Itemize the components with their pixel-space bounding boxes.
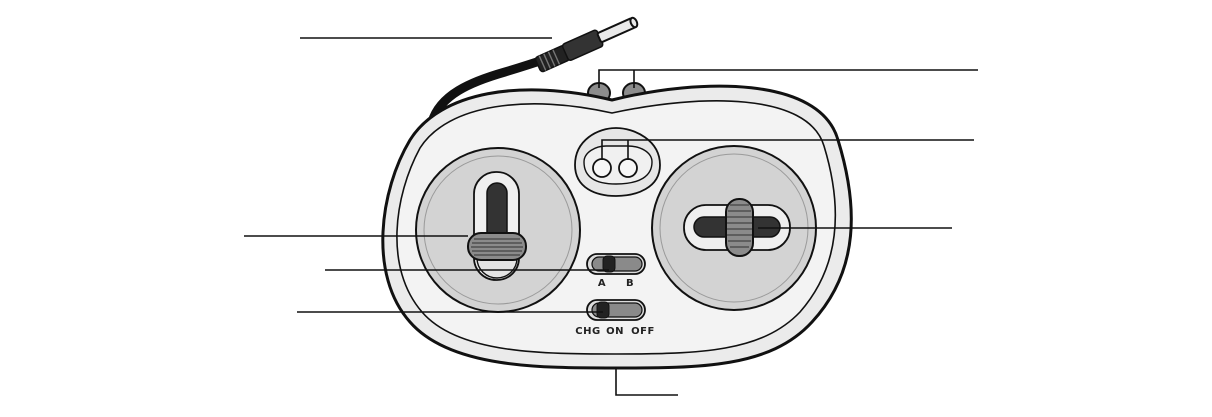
ab-channel-switch [586, 253, 646, 275]
power-label-on: ON [606, 326, 624, 337]
charging-plug-icon [534, 16, 639, 73]
leader-lines [244, 37, 978, 396]
power-label-off: OFF [631, 326, 655, 337]
right-joystick-icon [651, 145, 817, 311]
power-label-chg: CHG [575, 326, 600, 337]
leader-line-lamp [601, 139, 974, 160]
switch-label-a: A [598, 278, 606, 289]
power-switch [586, 299, 646, 321]
switch-label-b: B [626, 278, 634, 289]
left-joystick-icon [415, 147, 581, 313]
leader-line-bottom [615, 368, 678, 396]
lamp-icon [574, 127, 661, 197]
leader-line-nubs [598, 69, 978, 88]
